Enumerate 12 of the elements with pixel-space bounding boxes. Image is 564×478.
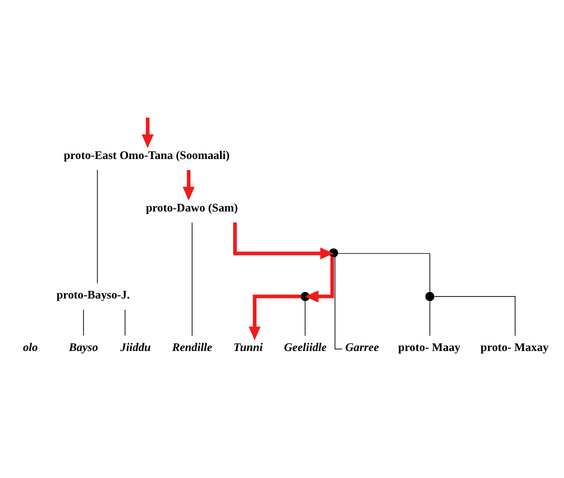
node-text: proto-Bayso-J. (56, 288, 130, 301)
node-text: Rendille (172, 340, 212, 354)
label: olo (22, 340, 38, 354)
node-text: proto- Maay (398, 340, 460, 354)
node-text: Bayso (68, 340, 98, 354)
node-text: Jiiddu (120, 340, 151, 354)
node-text: Geeliidle (284, 340, 327, 354)
node-text: proto-Dawo (Sam) (146, 200, 238, 214)
node-text: Tunni (233, 340, 263, 354)
node-text: proto-East Omo-Tana (Soomaali) (64, 148, 230, 162)
node-text: proto- Maxay (480, 340, 549, 354)
node-text: Garree (345, 340, 379, 354)
